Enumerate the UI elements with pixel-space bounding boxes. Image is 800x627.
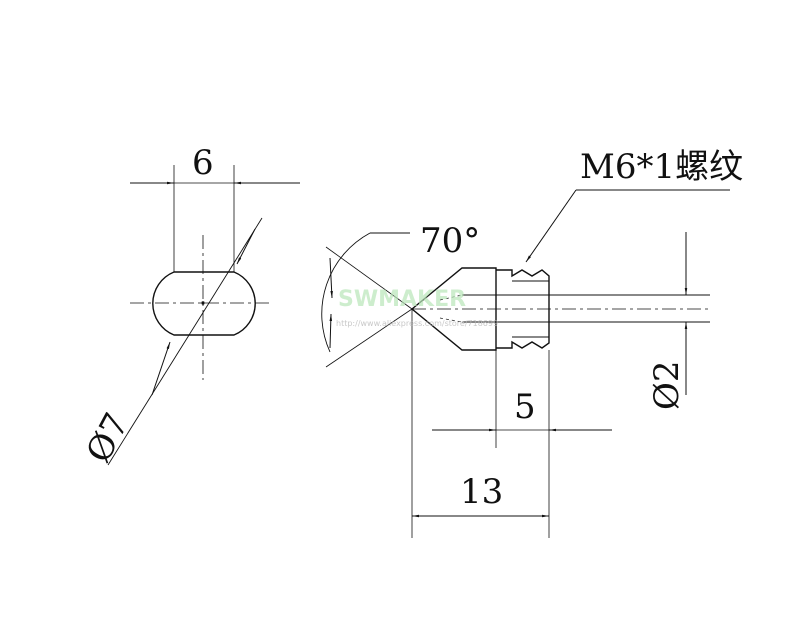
bore-dim-label: Ø2	[647, 360, 687, 410]
bore-taper-top	[439, 294, 463, 301]
side-view	[321, 189, 730, 538]
diameter-dim-label: Ø7	[79, 407, 138, 469]
thread-outline	[496, 269, 550, 349]
end-view	[107, 165, 300, 466]
thread-spec-label: M6*1螺纹	[580, 147, 743, 187]
thread-leader-arrow	[525, 189, 577, 263]
angle-arrow-bottom	[329, 313, 333, 349]
angle-arc	[321, 232, 371, 353]
watermark-brand: SWMAKER	[338, 287, 466, 312]
end-view-center-dot	[201, 301, 205, 305]
diameter-arrow-bottom	[151, 341, 171, 396]
watermark-url: http://www.aliexpress.com/store/718699	[336, 319, 498, 328]
total-length-label: 13	[460, 472, 503, 512]
angle-ray-top	[325, 246, 413, 310]
diameter-arrow-top	[236, 228, 256, 265]
bore-taper-bottom	[439, 317, 463, 323]
width-dim-label: 6	[192, 143, 214, 183]
diameter-leader-line	[107, 217, 263, 466]
thread-length-label: 5	[514, 387, 536, 427]
angle-ray-bottom	[325, 308, 413, 368]
angle-arrow-top	[329, 257, 333, 299]
angle-dim-label: 70°	[420, 221, 480, 261]
end-view-outline	[152, 271, 256, 336]
